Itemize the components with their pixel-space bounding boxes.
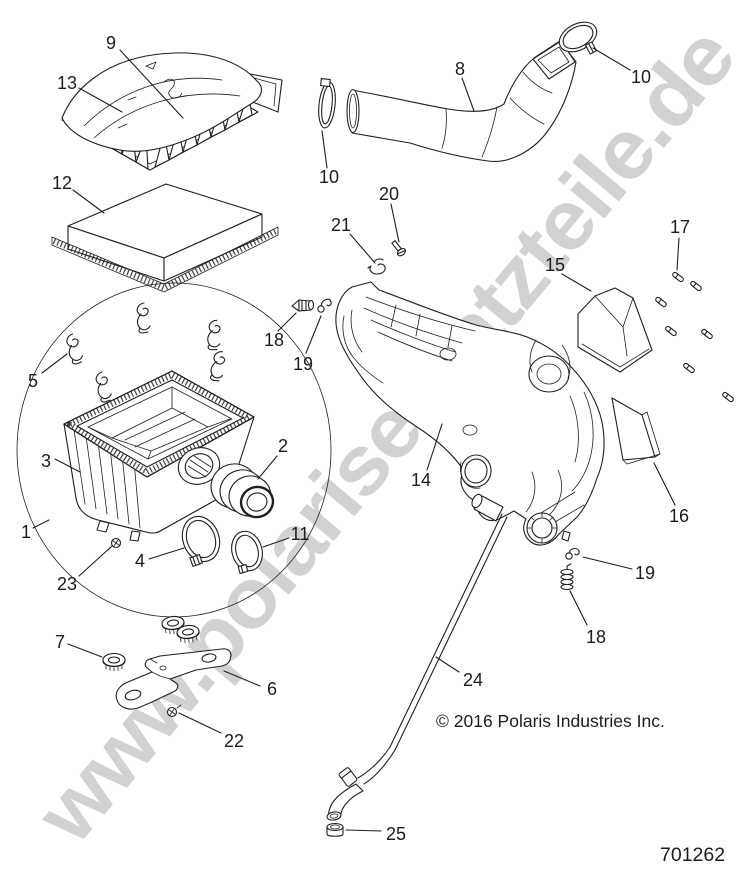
callout-labels: 9 13 12 8 10 10 20 21 17 15 16 14 18 19 … [21,33,690,844]
callout-4: 4 [135,551,145,571]
bracket-6 [115,648,232,710]
callout-6: 6 [267,679,277,699]
callout-19-upper: 19 [293,354,313,374]
clamp-10-right [558,21,598,55]
callout-15: 15 [545,255,565,275]
screw-18-upper [291,299,315,312]
clip-21 [367,258,386,275]
callout-3: 3 [41,451,51,471]
screw-22 [166,704,182,718]
callout-19-lower: 19 [635,563,655,583]
manifold-bottom-port [526,512,558,544]
copyright-text: © 2016 Polaris Industries Inc. [436,711,665,731]
callout-24: 24 [463,670,483,690]
callout-12: 12 [52,173,72,193]
airbox-cover [61,52,283,171]
clamp-10-left [318,78,336,129]
callout-21: 21 [331,215,351,235]
callout-22: 22 [224,731,244,751]
callout-11: 11 [291,524,310,544]
hook-19-lower [565,548,580,560]
part-number: 701262 [660,844,725,866]
cap-25 [326,822,344,837]
callout-10-elbow: 10 [631,67,651,87]
callout-25: 25 [386,824,406,844]
rivets-17 [654,271,735,403]
footer: © 2016 Polaris Industries Inc. 701262 [436,711,725,866]
hook-19-upper [317,298,332,313]
intake-manifold [335,281,605,546]
callout-9: 9 [106,33,116,53]
callout-18-lower: 18 [586,627,606,647]
cover-dome [61,52,263,152]
airbox-outlet-port [177,447,221,485]
callout-17: 17 [670,217,690,237]
callout-2: 2 [278,436,288,456]
leader-lines [32,47,680,832]
callout-18-upper: 18 [264,330,284,350]
screw-20 [391,240,407,257]
drain-tube-24 [326,513,508,821]
manifold-front-port [460,454,492,489]
pad-16 [611,397,661,465]
air-filter [51,183,279,293]
intake-boot [210,463,275,519]
callout-5: 5 [28,371,38,391]
callout-10-hose: 10 [319,167,339,187]
callout-1: 1 [21,522,31,542]
drain-spigot [471,493,504,522]
callout-8: 8 [455,59,465,79]
airbox-base [63,370,255,542]
callout-7: 7 [55,632,65,652]
callout-16: 16 [669,506,689,526]
clamp-11 [231,530,263,574]
callout-13: 13 [57,73,77,93]
clamp-4 [181,515,221,567]
callout-20: 20 [379,184,399,204]
foam-block-15 [577,287,653,373]
callout-23: 23 [57,574,77,594]
callout-14: 14 [411,470,431,490]
spring-18-lower [560,563,574,591]
